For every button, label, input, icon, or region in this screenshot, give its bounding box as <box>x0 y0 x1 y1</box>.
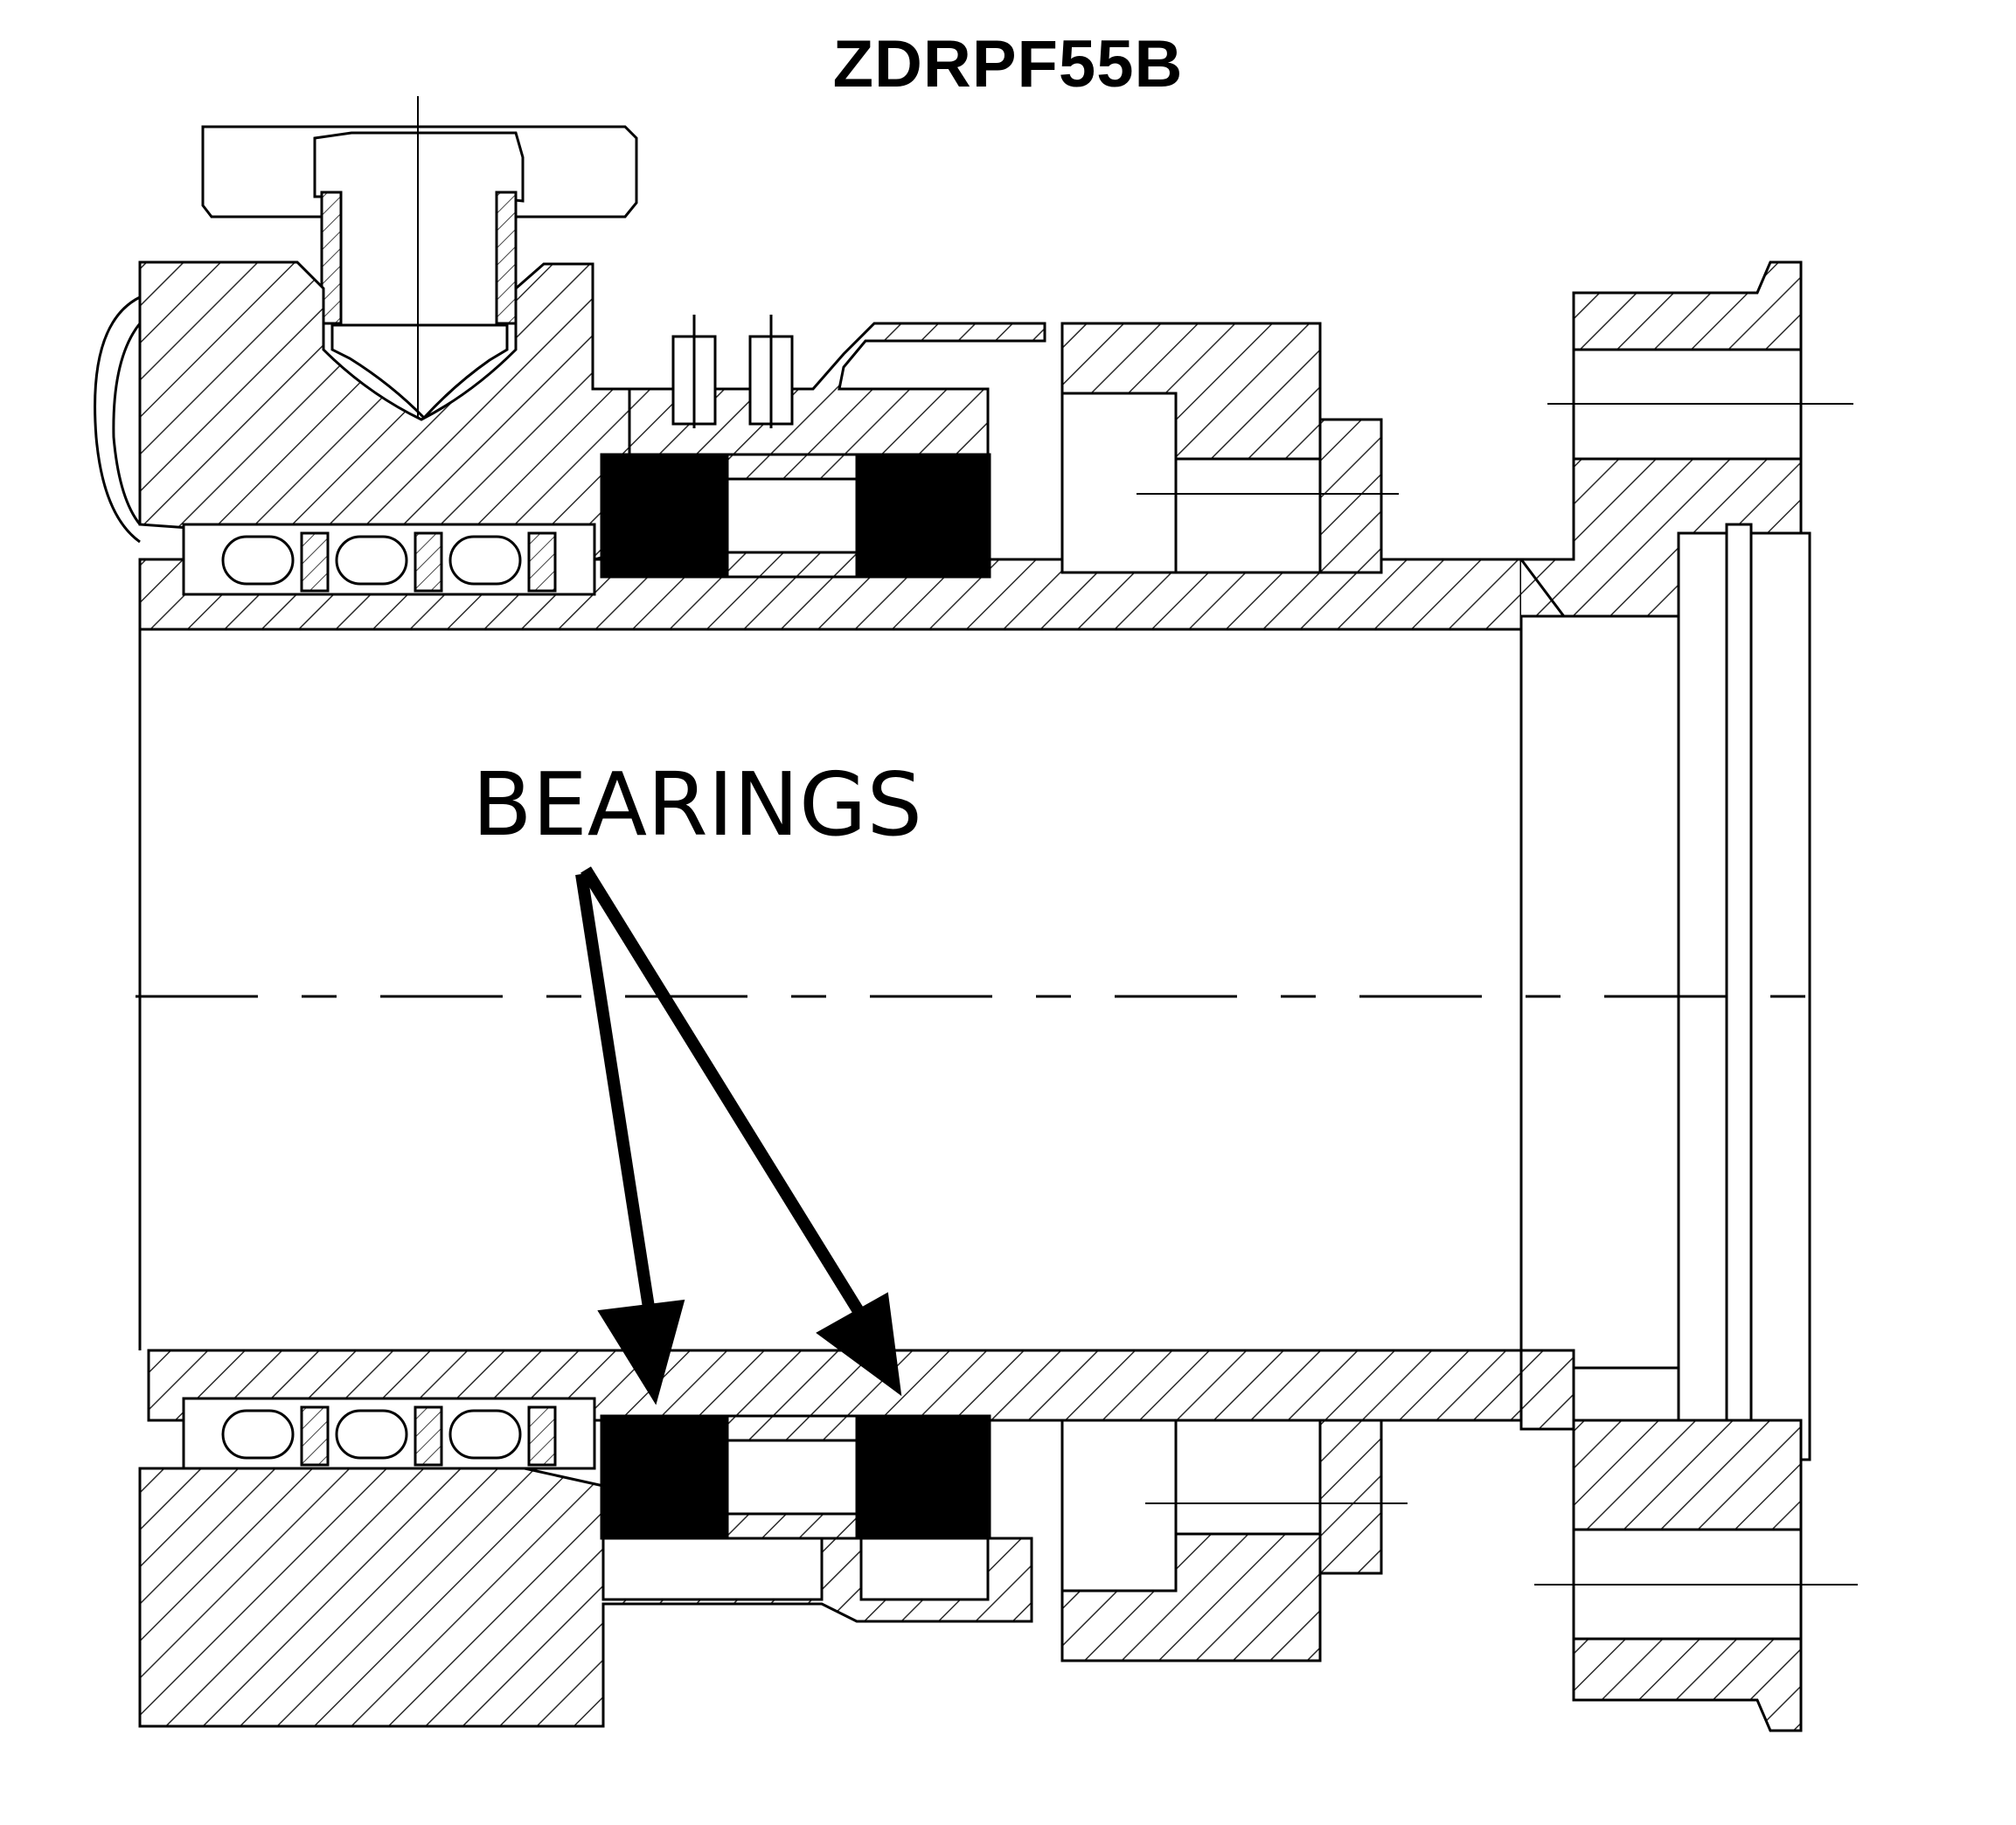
arrow-to-right-bearing <box>580 866 866 1319</box>
callout-arrows <box>575 866 902 1405</box>
housing-curve <box>94 295 141 544</box>
arrowhead-right <box>816 1292 902 1397</box>
lock-washer-top <box>1318 418 1383 574</box>
nut-thread-left <box>320 191 343 325</box>
bearing-top-left <box>600 453 727 579</box>
lock-washer-bottom <box>1318 1419 1383 1575</box>
bearing-bottom-right <box>857 1414 991 1540</box>
bore-counterbore <box>1519 614 1680 1370</box>
bearing-top-right <box>857 453 991 579</box>
arrowhead-left <box>597 1299 685 1405</box>
bearings-label: BEARINGS <box>472 753 922 856</box>
rollers-top <box>221 531 557 593</box>
arrow-to-left-bearing <box>575 872 657 1326</box>
bearing-bottom-left <box>600 1414 727 1540</box>
rollers-bottom <box>221 1405 557 1467</box>
diagram-title: ZDRPF55B <box>832 27 1184 101</box>
nut-thread-right <box>495 191 518 325</box>
